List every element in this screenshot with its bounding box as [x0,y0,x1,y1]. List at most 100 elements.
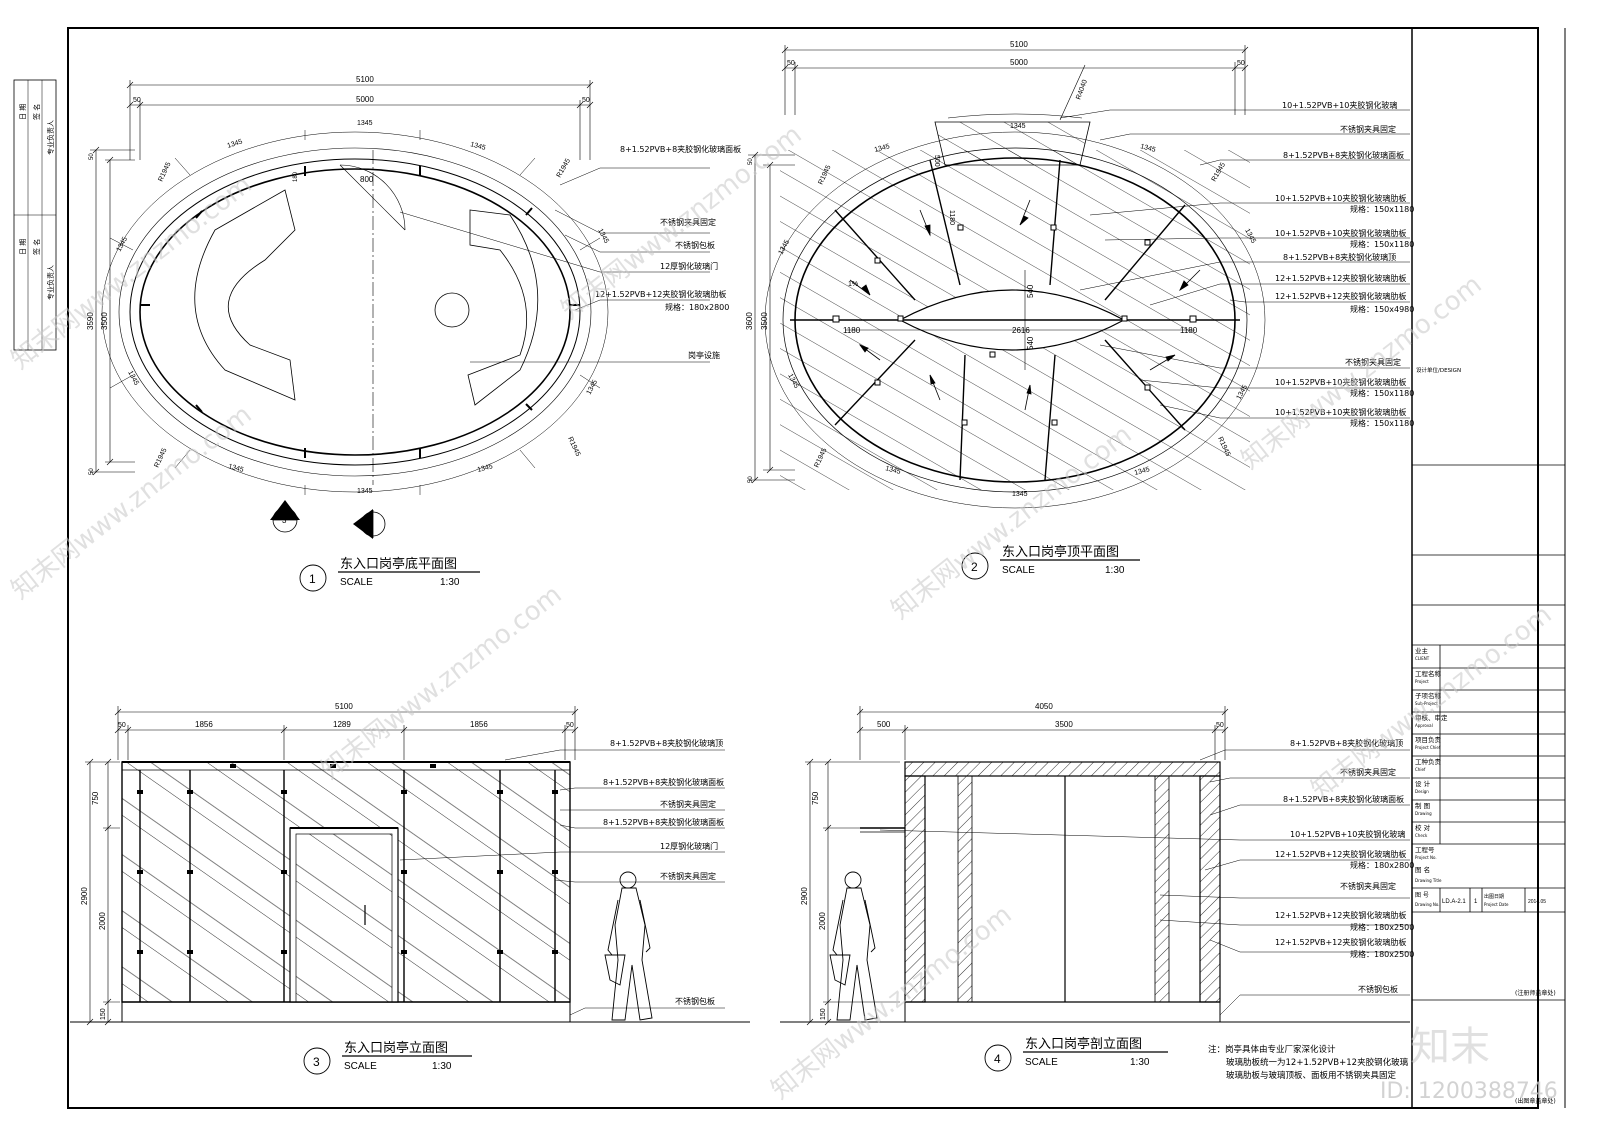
strip-label: 签 名 [32,104,41,120]
dim-height: 3500 [100,312,109,330]
subproject-label: 子项名称 [1415,691,1442,700]
dim-wall: 180 [293,171,299,182]
client-label: 业主 [1415,646,1429,655]
drawing-no-value: LD.A-2.1 [1442,899,1466,905]
sheet-value: 1 [1474,899,1478,905]
note-line: 玻璃肋板与玻璃顶板、面板用不锈钢夹具固定 [1226,1070,1397,1081]
dim-arc: 1345 [1012,491,1028,498]
callout: 不锈钢夹具固定 [1340,767,1396,777]
scale-value: 1:30 [1130,1057,1150,1068]
dim-inner: 5000 [1010,58,1028,67]
elevation-3-text: 5100 50 50 1856 1289 1856 750 2900 2000 … [80,702,724,1072]
dim-vertical: 540 [1026,284,1035,298]
human-figure-3 [604,871,653,1021]
callout: 10+1.52PVB+10夹胶钢化玻璃肋板 [1275,377,1406,387]
subproject-label-en: Sub-Project [1415,701,1438,706]
callout: 10+1.52PVB+10夹胶钢化玻璃 [1290,829,1405,839]
dim-overall: 5100 [1010,40,1028,49]
title-block [1412,464,1565,1001]
callout: 12+1.52PVB+12夹胶钢化玻璃肋板 [1275,849,1406,859]
callout: 规格：180x2800 [665,302,729,312]
dim-overall: 4050 [1035,702,1053,711]
date-label-en: Project Date [1484,902,1509,907]
callout: 12厚钢化玻璃门 [660,841,718,851]
view-number: 1 [309,572,316,586]
notes-block: 注：岗亭具体由专业厂家深化设计 玻璃肋板统一为12+1.52PVB+12夹胶钢化… [1208,1044,1409,1081]
drawing-no-label-en: Drawing No. [1415,902,1440,907]
dim-edge: 50 [787,60,795,67]
callout: 8+1.52PVB+8夹胶钢化玻璃面板 [620,144,741,154]
dim-arc: 1345 [884,465,901,476]
dim-arc: 1345 [469,141,486,152]
view-title: 东入口岗亭顶平面图 [1002,544,1119,560]
dim-height: 3500 [760,312,769,330]
project-label: 工程名称 [1415,669,1442,678]
project-label-en: Project [1415,679,1429,684]
watermark: 知末网www.znzmo.com [6,170,258,376]
scale-label: SCALE [1002,565,1035,576]
dim-edge: 50 [1216,722,1224,729]
dim-height: 2900 [800,887,809,905]
dim-mid: 2616 [1012,326,1030,335]
view-number: 4 [994,1052,1001,1066]
section-4-text: 4050 500 3500 50 750 2900 2000 150 8+1.5… [800,702,1414,1068]
check-label-en: Check [1415,833,1428,838]
drawing-title-label-en: Drawing Title [1415,878,1442,883]
scale-value: 1:30 [1105,565,1125,576]
dim-arc: 1345 [874,143,891,154]
scale-label: SCALE [344,1061,377,1072]
callout: 12+1.52PVB+12夹胶钢化玻璃肋板 [1275,291,1406,301]
callout: 规格：180x2500 [1350,949,1414,959]
dim-segment: 1289 [333,720,351,729]
logo-watermark: 知末 [1410,1024,1490,1070]
strip-label: 签 名 [32,239,41,255]
dim-arc: 1345 [357,488,373,495]
scale-value: 1:30 [432,1061,452,1072]
callout: 不锈钢夹具固定 [1340,881,1396,891]
dim-arc: 1345 [226,138,243,150]
callout: 12+1.52PVB+12夹胶钢化玻璃肋板 [595,289,726,299]
approval-label-en: Approval [1415,723,1433,728]
dim-edge: 50 [133,97,141,104]
watermark: 知末网www.znzmo.com [6,400,258,606]
dim-arc: 1345 [116,236,130,253]
dim-segment: 500 [877,720,891,729]
callout: 规格：180x2500 [1350,922,1414,932]
dim-height: 3600 [745,312,754,330]
id-watermark: ID: 1200388746 [1380,1079,1558,1104]
dim-vertical: 540 [1026,336,1035,350]
scale-label: SCALE [1025,1057,1058,1068]
callout: 8+1.52PVB+8夹胶钢化玻璃顶 [1290,738,1403,748]
callout: 10+1.52PVB+10夹胶钢化玻璃肋板 [1275,407,1406,417]
callout: 8+1.52PVB+8夹胶钢化玻璃面板 [1283,150,1404,160]
callout: 12+1.52PVB+12夹胶钢化玻璃肋板 [1275,937,1406,947]
design-label: 设计单位/DESIGN [1416,366,1461,374]
dim-edge: 50 [118,722,126,729]
date-value: 2014.05 [1528,899,1546,905]
dim-edge: 50 [89,468,95,475]
dim-overall: 5100 [356,75,374,84]
dim-mid: 1180 [843,326,861,335]
strip-label: 日 期 [19,239,27,255]
callout: 8+1.52PVB+8夹胶钢化玻璃面板 [603,817,724,827]
strip-label: 专业负责人 [46,120,55,155]
dim-height: 150 [820,1008,827,1020]
note-line: 玻璃肋板统一为12+1.52PVB+12夹胶钢化玻璃 [1226,1057,1409,1068]
elevation-3 [70,706,750,1075]
plan-2-roof [748,45,1410,580]
callout: 不锈钢夹具固定 [660,217,716,227]
dim-height: 2900 [80,887,89,905]
callout: 不锈钢夹具固定 [660,871,716,881]
stamp-note: (注册师盖章处) [1515,989,1556,997]
dim-arc: 1345 [586,379,600,396]
section-marker-4 [353,509,386,539]
dim-rib: 500 [933,155,940,167]
callout: 不锈钢夹具固定 [660,799,716,809]
dim-rib: 1180 [948,210,955,225]
dim-door: 800 [360,175,374,184]
callout: 规格：150x1180 [1350,239,1414,249]
dim-arc: 1345 [596,228,610,245]
chief2-label-en: Chief [1415,767,1426,772]
dim-height: 2000 [98,912,107,930]
dim-height: 750 [91,791,100,805]
